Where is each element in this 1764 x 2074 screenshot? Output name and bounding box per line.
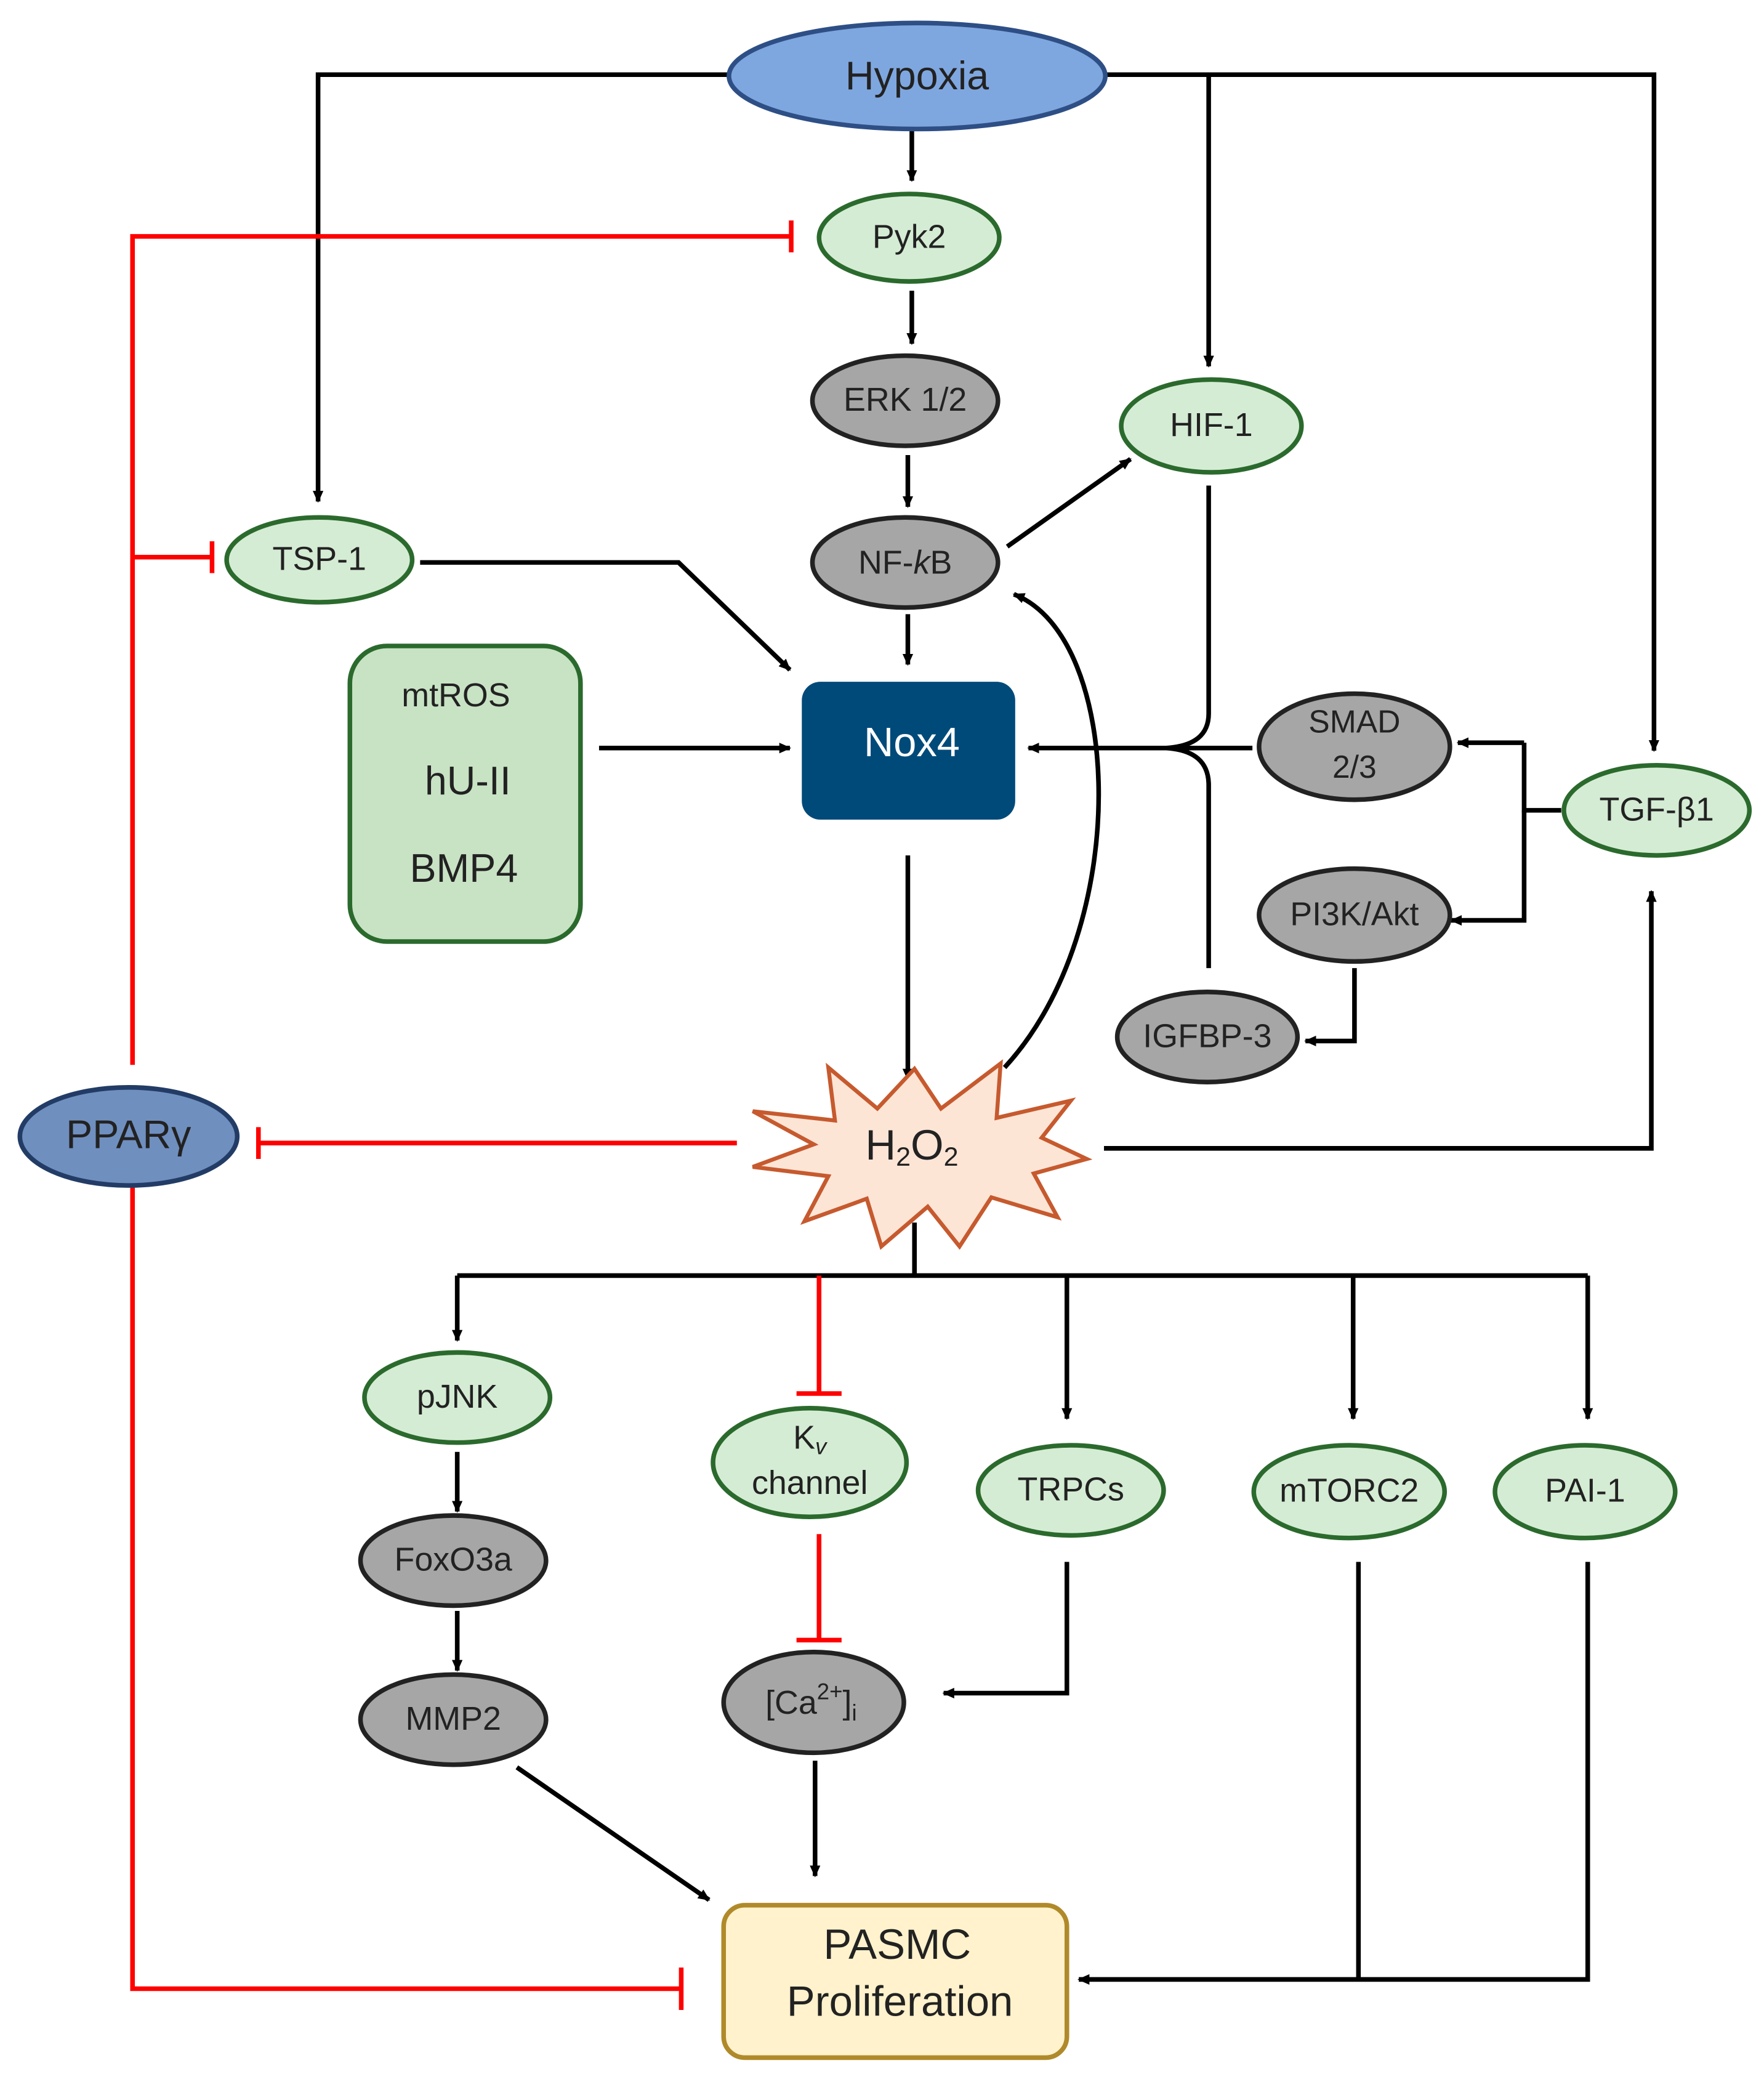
node-nfkb: NF-kB xyxy=(810,515,1001,610)
edge-pai1-pasmc xyxy=(1077,1562,1590,1985)
nox4-label: Nox4 xyxy=(864,720,960,765)
node-pi3k: PI3K/Akt xyxy=(1257,866,1452,964)
node-ppar: PPARγ xyxy=(17,1085,240,1188)
mmp2-label: MMP2 xyxy=(405,1700,501,1737)
smad-label-line1: SMAD xyxy=(1308,704,1400,740)
edge-mmp2-pasmc xyxy=(515,1765,711,1902)
edge-nfkb-hif1 xyxy=(1005,457,1132,549)
stimulus-bmp4: BMP4 xyxy=(409,846,518,890)
stimulus-hu-ii: hU-II xyxy=(425,759,511,803)
calcium-label: [Ca2+]i xyxy=(765,1679,857,1725)
smad-label-line2: 2/3 xyxy=(1332,749,1377,785)
tsp1-label: TSP-1 xyxy=(273,540,366,577)
node-igfbp3: IGFBP-3 xyxy=(1114,990,1300,1084)
edge-igfbp3-nox4 xyxy=(1166,745,1211,969)
node-hif1: HIF-1 xyxy=(1119,377,1304,475)
node-smad: SMAD 2/3 xyxy=(1257,691,1452,802)
node-kv-channel: Kv channel xyxy=(711,1405,909,1519)
node-mmp2: MMP2 xyxy=(358,1672,549,1767)
pasmc-label-line2: Proliferation xyxy=(787,1978,1013,2025)
pyk2-label: Pyk2 xyxy=(872,218,946,255)
nfkb-label: NF-kB xyxy=(858,544,952,581)
tgfb1-label: TGF-β1 xyxy=(1599,791,1714,828)
pasmc-label-line1: PASMC xyxy=(823,1921,971,1968)
node-stimuli: mtROS hU-II BMP4 xyxy=(347,644,583,944)
h2o2-label: H2O2 xyxy=(865,1121,958,1172)
edge-hypoxia-tsp1 xyxy=(312,72,736,503)
node-nox4: Nox4 xyxy=(802,682,1015,820)
node-tsp1: TSP-1 xyxy=(224,515,415,605)
pi3k-label: PI3K/Akt xyxy=(1290,895,1419,932)
node-pai1: PAI-1 xyxy=(1492,1443,1678,1541)
pai1-label: PAI-1 xyxy=(1545,1472,1625,1509)
erk-label: ERK 1/2 xyxy=(844,381,967,418)
hypoxia-label: Hypoxia xyxy=(845,54,989,98)
node-mtorc2: mTORC2 xyxy=(1251,1443,1448,1541)
node-hypoxia: Hypoxia xyxy=(727,20,1108,132)
foxo3a-label: FoxO3a xyxy=(394,1541,512,1578)
edge-h2o2-nfkb xyxy=(1002,592,1101,1070)
ppar-label: PPARγ xyxy=(66,1113,191,1157)
inhibit-ppar-pasmc xyxy=(130,1184,682,1991)
node-calcium: [Ca2+]i xyxy=(721,1650,906,1756)
stimulus-mtros: mtROS xyxy=(401,677,510,714)
hif1-label: HIF-1 xyxy=(1170,406,1252,443)
edge-h2o2-bus xyxy=(457,1222,1588,1278)
edge-trpcs-ca xyxy=(942,1562,1069,1699)
mtorc2-label: mTORC2 xyxy=(1279,1472,1419,1509)
edge-hypoxia-tgfb1 xyxy=(1209,72,1659,753)
edge-tgfb1-branch xyxy=(1521,743,1561,813)
activation-edges xyxy=(312,72,1659,1985)
edge-tgfb1-pi3k xyxy=(1449,810,1527,926)
node-foxo3a: FoxO3a xyxy=(358,1513,549,1608)
kv-label-line2: channel xyxy=(752,1464,868,1501)
edge-hypoxia-hif1 xyxy=(1106,72,1214,368)
node-pjnk: pJNK xyxy=(362,1350,553,1445)
pjnk-label: pJNK xyxy=(417,1378,498,1415)
trpcs-label: TRPCs xyxy=(1018,1471,1124,1508)
node-erk: ERK 1/2 xyxy=(810,353,1001,448)
inhibit-ppar-pyk2 xyxy=(130,234,792,1065)
edge-h2o2-tgfb1 xyxy=(1104,890,1657,1151)
node-trpcs: TRPCs xyxy=(975,1443,1166,1538)
edge-hif1-nox4 xyxy=(1166,485,1211,751)
node-pasmc-proliferation: PASMC Proliferation xyxy=(721,1903,1069,2060)
h2o2-burst-shape xyxy=(752,1059,1093,1250)
inhibition-edges xyxy=(130,220,842,2010)
edge-tsp1-nox4 xyxy=(420,560,792,672)
igfbp3-label: IGFBP-3 xyxy=(1143,1017,1271,1054)
kv-label-line1: Kv xyxy=(793,1419,828,1459)
node-pyk2: Pyk2 xyxy=(816,192,1002,284)
edge-pi3k-igfbp3 xyxy=(1304,968,1357,1047)
node-h2o2: H2O2 xyxy=(752,1059,1093,1250)
node-tgfb1: TGF-β1 xyxy=(1561,762,1752,858)
